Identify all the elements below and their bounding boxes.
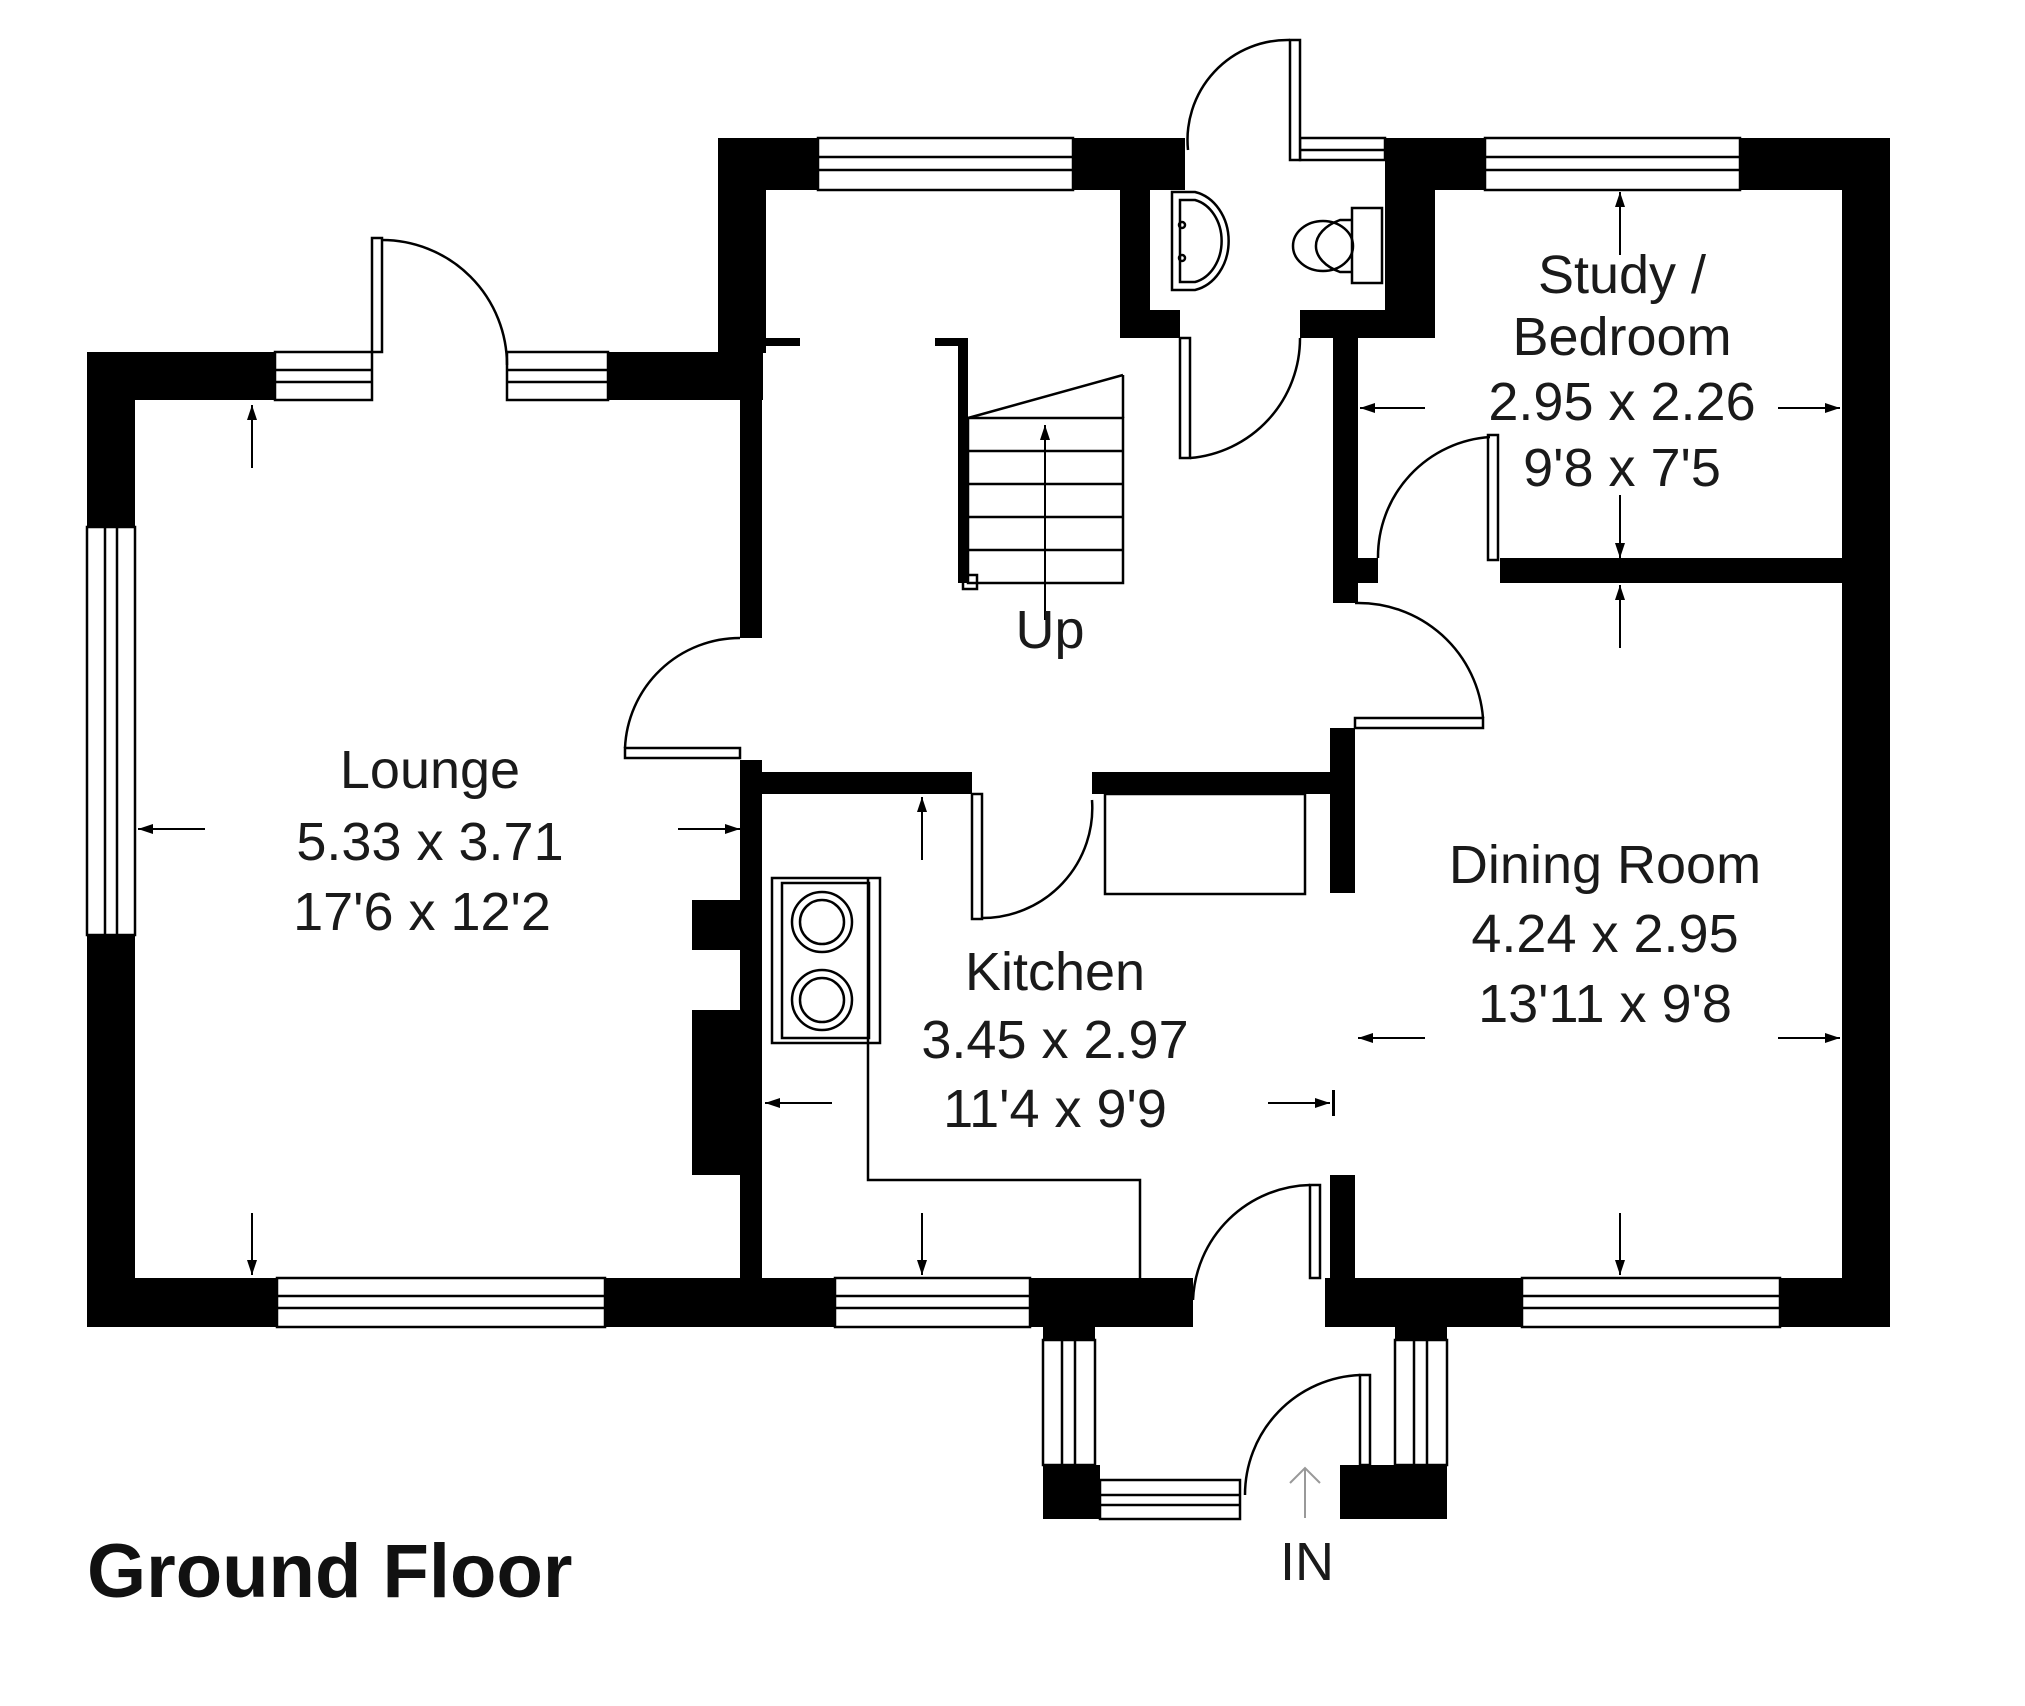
window-lounge-north-1 [273,350,374,402]
entrance-label: IN [1280,1532,1334,1592]
dining-name: Dining Room [1449,835,1761,895]
lounge-metric: 5.33 x 3.71 [296,812,563,872]
door-porch-inner [1191,1183,1322,1301]
window-lounge-north-2 [505,350,610,402]
door-porch-outer [1243,1373,1372,1496]
east-wall [1842,138,1890,1327]
kitchen-name: Kitchen [965,942,1145,1002]
door-lounge-garden [370,236,509,366]
dining-imperial: 13'11 x 9'8 [1478,974,1732,1034]
kitchen-north-wall-left [762,772,972,794]
kitchen-imperial: 11'4 x 9'9 [943,1079,1167,1139]
window-porch-east [1393,1338,1449,1467]
dimension-arrows [138,192,1840,1518]
room-labels: Lounge 5.33 x 3.71 17'6 x 12'2 Study / B… [87,245,1761,1614]
window-study-north [1483,136,1742,192]
doors [370,38,1500,1496]
study-imperial: 9'8 x 7'5 [1523,438,1721,498]
window-porch-south [1098,1478,1242,1521]
window-lounge-west [85,525,137,937]
chimney-breast-1 [692,900,740,950]
study-north-wall-left [1385,138,1485,190]
south-wall-2 [605,1278,835,1327]
lounge-partition-lower [740,760,762,1278]
study-metric: 2.95 x 2.26 [1488,372,1755,432]
lounge-imperial: 17'6 x 12'2 [293,882,551,942]
door-study [1376,433,1500,562]
window-hall-north [816,136,1075,192]
south-wall-1 [87,1278,277,1327]
hall-north-wall-right [1073,138,1185,190]
hall-cupboard [1103,792,1307,896]
entrance-arrow [1289,1466,1321,1518]
dining-west-wall-lower [1330,1175,1355,1285]
door-hall-front [1186,38,1302,162]
south-wall-3 [1030,1278,1193,1327]
study-name-line2: Bedroom [1512,307,1731,367]
lounge-north-wall-right [608,352,763,400]
door-lounge-hall [623,636,742,760]
window-dining-south [1520,1276,1782,1329]
wc-toilet [1291,206,1384,285]
wc-west-wall-foot [1120,310,1180,338]
door-kitchen-hall [970,792,1094,921]
lounge-west-wall-lower [87,935,135,1327]
lounge-partition-upper [740,400,762,638]
window-lounge-south [275,1276,607,1329]
window-kitchen-south [833,1276,1032,1329]
kitchen-north-wall-right [1092,772,1352,794]
study-west-wall-foot [1333,558,1378,583]
study-south-wall [1500,558,1890,583]
fixtures [765,190,1384,1278]
floor-title: Ground Floor [87,1529,572,1614]
south-wall-4 [1325,1278,1522,1327]
window-wc-north [1298,136,1387,162]
dining-metric: 4.24 x 2.95 [1471,904,1738,964]
chimney-breast-2 [692,1010,740,1175]
kitchen-worktop [770,876,1142,1278]
door-dining-hall [1353,601,1485,730]
door-wc [1178,336,1302,460]
kitchen-metric: 3.45 x 2.97 [921,1010,1188,1070]
dining-west-wall-upper [1330,728,1355,893]
study-name-line1: Study / [1538,245,1706,305]
stairs-up-label: Up [1015,600,1084,660]
window-porch-west [1041,1338,1097,1467]
porch-sw-pier [1043,1465,1100,1519]
wc-basin [1170,190,1230,292]
hall-west-wall [718,138,766,353]
staircase [765,338,1125,620]
windows [85,136,1782,1521]
porch-east-return [1340,1465,1368,1519]
lounge-name: Lounge [340,740,520,800]
porch-se-pier [1368,1465,1447,1519]
lounge-west-wall-upper [87,352,135,527]
